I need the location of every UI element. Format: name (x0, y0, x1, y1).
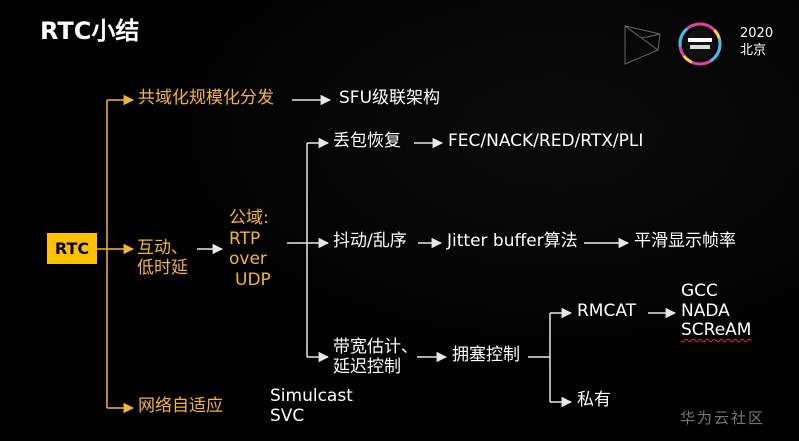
scream-label: SCReAM (681, 320, 752, 341)
public-domain-line2: RTP (229, 228, 261, 249)
public-domain-node: 公域: RTP over UDP (229, 208, 271, 291)
interactive-line1: 互动、 (137, 238, 188, 258)
public-domain-line3: over (229, 249, 267, 270)
fec-nack-node: FEC/NACK/RED/RTX/PLI (448, 131, 644, 151)
logo-year-city: 2020 北京 (740, 26, 773, 60)
interactive-line2: 低时延 (137, 258, 188, 279)
root-node: RTC (47, 233, 97, 264)
simulcast-label: Simulcast (270, 386, 353, 406)
branch-global-distribution: 共域化规模化分发 (138, 88, 274, 108)
logo-year: 2020 (740, 26, 774, 41)
smooth-frame-rate: 平滑显示帧率 (634, 231, 736, 251)
adaptive-results: Simulcast SVC (270, 386, 353, 427)
rmcat-node: RMCAT (577, 301, 637, 321)
bandwidth-line1: 带宽估计、 (333, 337, 418, 357)
slide-title: RTC小结 (40, 17, 140, 45)
bandwidth-line2: 延迟控制 (333, 357, 401, 378)
private-node: 私有 (577, 390, 611, 410)
svc-label: SVC (270, 406, 305, 427)
congestion-control: 拥塞控制 (452, 345, 520, 365)
bandwidth-estimation: 带宽估计、 延迟控制 (333, 337, 418, 378)
branch-interactive-low-latency: 互动、 低时延 (137, 238, 188, 279)
gcc-label: GCC (681, 281, 718, 301)
nada-label: NADA (681, 300, 730, 321)
branch-network-adaptive: 网络自适应 (138, 396, 223, 416)
logo-icon (624, 22, 722, 66)
logo-city: 北京 (740, 42, 767, 58)
public-domain-line1: 公域: (229, 208, 269, 228)
jitter-buffer-algorithm: Jitter buffer算法 (447, 231, 578, 251)
watermark: 华为云社区 (680, 409, 766, 427)
jitter-reorder: 抖动/乱序 (333, 231, 407, 251)
packet-loss-recovery: 丢包恢复 (333, 131, 401, 151)
public-domain-line4: UDP (235, 270, 271, 291)
sfu-cascade-node: SFU级联架构 (339, 88, 441, 108)
congestion-algorithms: GCC NADA SCReAM (681, 281, 752, 341)
